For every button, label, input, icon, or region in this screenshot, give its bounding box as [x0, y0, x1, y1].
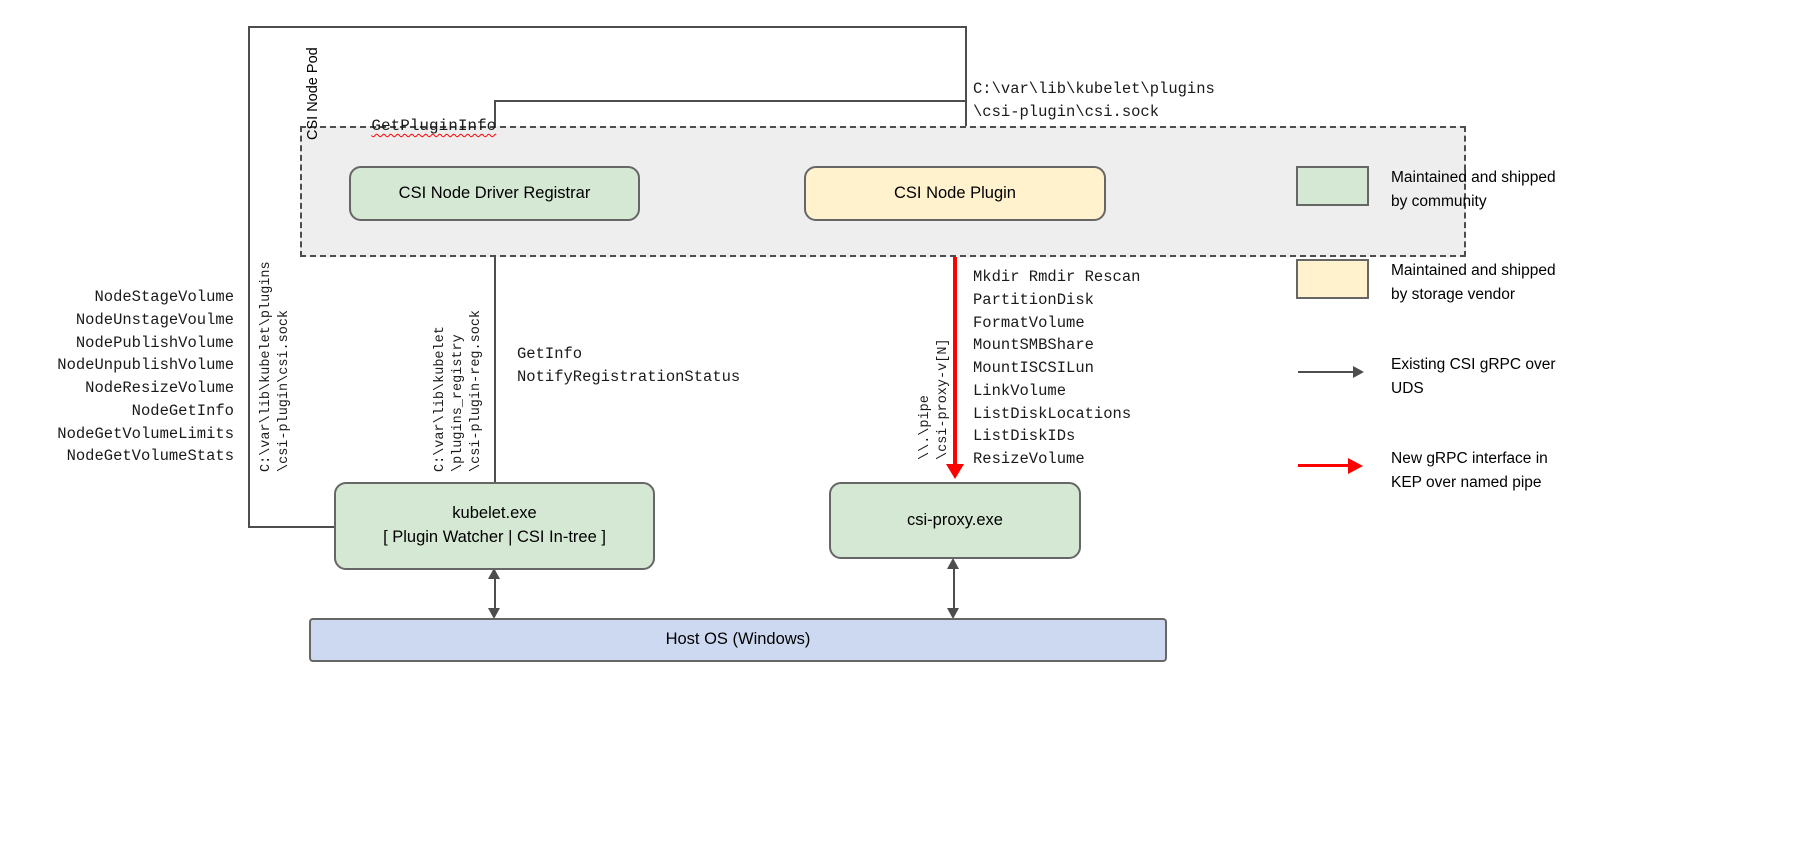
legend-label-community: Maintained and shipped by community [1391, 169, 1556, 211]
arrowhead-red-into-csi-proxy [946, 464, 964, 479]
label-csi-node-api-list: NodeStageVolume NodeUnstageVoulme NodePu… [57, 288, 234, 466]
connector-left-vertical [248, 26, 250, 527]
legend-swatch-vendor-yellow [1296, 259, 1369, 299]
connector-kubelet-hostos [494, 576, 496, 614]
legend-item-storage-vendor: Maintained and shipped by storage vendor [1296, 259, 1571, 307]
legend-arrow-gray-icon [1296, 353, 1369, 393]
legend-label-storage-vendor: Maintained and shipped by storage vendor [1391, 262, 1556, 304]
legend-swatch-community-green [1296, 166, 1369, 206]
box-csi-node-plugin[interactable]: CSI Node Plugin [804, 166, 1106, 221]
legend-arrow-red-icon [1296, 447, 1369, 487]
label-registration-api-list: GetInfo NotifyRegistrationStatus [517, 345, 741, 386]
arrowhead-kubelet-hostos-up [487, 568, 500, 579]
connector-csiproxy-hostos [953, 566, 955, 614]
csi-node-pod-label: CSI Node Pod [305, 47, 321, 140]
box-kubelet-exe-sublabel: [ Plugin Watcher | CSI In-tree ] [383, 528, 606, 546]
connector-top-horizontal [248, 26, 966, 28]
arrowhead-kubelet-hostos-down [487, 608, 500, 619]
legend-item-existing-csi-grpc: Existing CSI gRPC over UDS [1296, 353, 1571, 401]
box-csi-proxy-exe[interactable]: csi-proxy.exe [829, 482, 1081, 559]
label-get-plugin-info: GetPluginInfo [371, 117, 497, 135]
box-host-os[interactable]: Host OS (Windows) [309, 618, 1167, 662]
connector-getplugininfo-horizontal [494, 100, 966, 102]
box-kubelet-exe-label: kubelet.exe [452, 504, 537, 523]
box-csi-node-driver-registrar-label: CSI Node Driver Registrar [398, 183, 591, 202]
label-rotated-registry-sock-path: C:\var\lib\kubelet \plugins_registry \cs… [433, 309, 484, 472]
box-host-os-label: Host OS (Windows) [665, 630, 811, 649]
legend-label-new-grpc-kep: New gRPC interface in KEP over named pip… [1391, 450, 1548, 492]
box-csi-node-driver-registrar[interactable]: CSI Node Driver Registrar [349, 166, 640, 221]
arrowhead-csiproxy-hostos-up [946, 558, 959, 569]
label-node-plugin-socket-path: C:\var\lib\kubelet\plugins \csi-plugin\c… [973, 80, 1215, 121]
connector-kubelet-to-left [248, 526, 336, 528]
connector-to-node-plugin-vertical [965, 26, 967, 155]
connector-kubelet-to-registrar [494, 233, 496, 482]
label-csi-proxy-api-list: Mkdir Rmdir Rescan PartitionDisk FormatV… [973, 268, 1141, 469]
box-csi-node-plugin-label: CSI Node Plugin [894, 183, 1016, 202]
box-kubelet-exe[interactable]: kubelet.exe [ Plugin Watcher | CSI In-tr… [334, 482, 655, 570]
box-csi-proxy-exe-label: csi-proxy.exe [907, 510, 1003, 529]
legend-label-existing-csi-grpc: Existing CSI gRPC over UDS [1391, 356, 1556, 398]
label-rotated-csi-sock-path: C:\var\lib\kubelet\plugins \csi-plugin\c… [259, 261, 292, 472]
connector-node-plugin-to-csi-proxy [953, 221, 957, 466]
arrowhead-csiproxy-hostos-down [946, 608, 959, 619]
legend-item-new-grpc-kep: New gRPC interface in KEP over named pip… [1296, 447, 1571, 495]
label-rotated-named-pipe-path: \\.\pipe \csi-proxy-v[N] [918, 338, 951, 460]
legend-item-community: Maintained and shipped by community [1296, 166, 1571, 214]
